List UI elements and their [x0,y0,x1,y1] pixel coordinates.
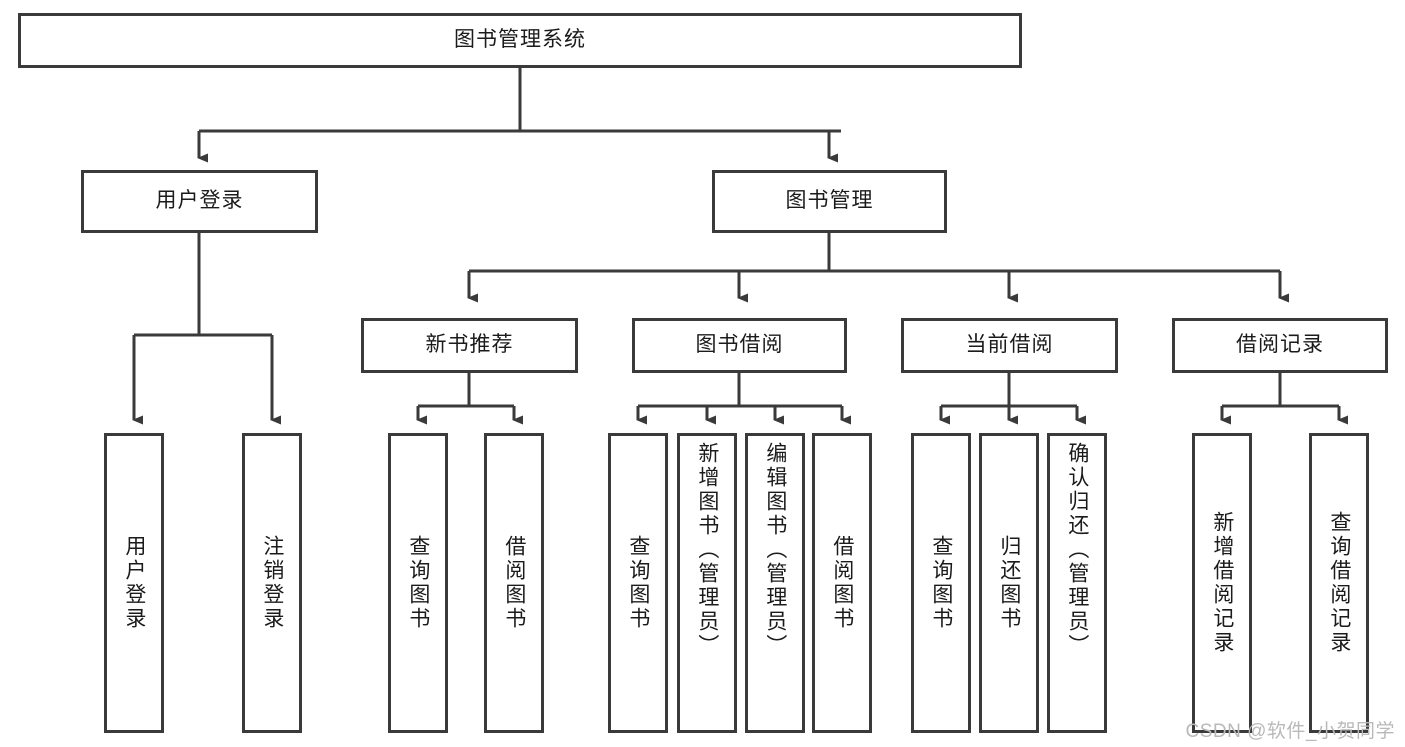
node-leaf-borrow-book-2[interactable]: 借阅图书 [812,433,872,733]
node-leaf-logout-label: 注销登录 [260,535,284,631]
node-current-borrow[interactable]: 当前借阅 [901,318,1118,373]
node-leaf-user-login-label: 用户登录 [122,535,146,631]
node-leaf-return-book[interactable]: 归还图书 [979,433,1039,733]
node-leaf-edit-book[interactable]: 编辑图书（管理员） [745,433,805,733]
node-leaf-add-book[interactable]: 新增图书（管理员） [677,433,737,733]
node-leaf-query-book-1-label: 查询图书 [406,535,430,631]
node-leaf-query-book-2[interactable]: 查询图书 [608,433,668,733]
node-root[interactable]: 图书管理系统 [18,13,1022,68]
node-leaf-add-book-label: 新增图书（管理员） [695,442,719,658]
node-leaf-borrow-book-2-label: 借阅图书 [830,535,854,631]
node-leaf-user-login[interactable]: 用户登录 [104,433,164,733]
node-leaf-query-book-3[interactable]: 查询图书 [911,433,971,733]
node-user-login[interactable]: 用户登录 [81,170,318,233]
node-new-book-recommend-label: 新书推荐 [425,333,514,357]
node-leaf-add-record[interactable]: 新增借阅记录 [1192,433,1252,733]
node-book-borrow[interactable]: 图书借阅 [632,318,847,373]
node-leaf-query-book-1[interactable]: 查询图书 [388,433,448,733]
node-book-borrow-label: 图书借阅 [695,333,784,357]
node-leaf-query-book-3-label: 查询图书 [929,535,953,631]
node-leaf-query-record-label: 查询借阅记录 [1327,511,1351,655]
node-leaf-edit-book-label: 编辑图书（管理员） [763,442,787,658]
node-leaf-borrow-book-1[interactable]: 借阅图书 [484,433,544,733]
node-user-login-label: 用户登录 [155,189,244,213]
node-borrow-record-label: 借阅记录 [1236,333,1324,357]
node-leaf-confirm-return[interactable]: 确认归还（管理员） [1047,433,1107,733]
node-leaf-query-book-2-label: 查询图书 [626,535,650,631]
node-borrow-record[interactable]: 借阅记录 [1172,318,1388,373]
node-leaf-borrow-book-1-label: 借阅图书 [502,535,526,631]
node-leaf-add-record-label: 新增借阅记录 [1210,511,1234,655]
node-new-book-recommend[interactable]: 新书推荐 [361,318,578,373]
node-leaf-confirm-return-label: 确认归还（管理员） [1065,442,1089,658]
node-leaf-logout[interactable]: 注销登录 [242,433,302,733]
watermark-text: CSDN @软件_小贺同学 [1185,721,1395,742]
node-book-manage-label: 图书管理 [785,189,874,213]
node-leaf-query-record[interactable]: 查询借阅记录 [1309,433,1369,733]
node-root-label: 图书管理系统 [454,28,586,52]
node-book-manage[interactable]: 图书管理 [712,170,947,233]
node-leaf-return-book-label: 归还图书 [997,535,1021,631]
node-current-borrow-label: 当前借阅 [965,333,1054,357]
